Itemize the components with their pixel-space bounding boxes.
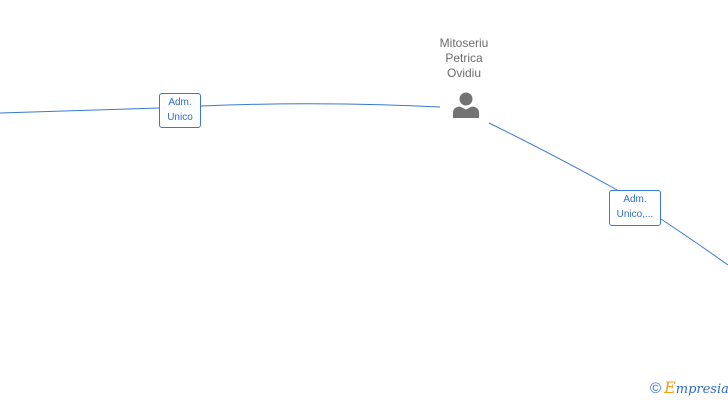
- empresia-watermark: © Empresia: [650, 379, 728, 399]
- brand-logo-text: Empresia: [664, 379, 728, 399]
- relation-label-line-1: Adm.: [168, 97, 192, 108]
- brand-initial: E: [664, 378, 676, 397]
- edge-person-to-right: [488, 122, 728, 266]
- copyright-icon: ©: [650, 380, 662, 397]
- person-icon[interactable]: [451, 90, 481, 120]
- relation-label-adm-unico[interactable]: Adm. Unico: [159, 93, 201, 128]
- relation-label-line-2: Unico,...: [616, 209, 654, 220]
- brand-rest: mpresia: [675, 382, 728, 397]
- relation-label-line-2: Unico: [167, 112, 193, 123]
- person-name-line-3: Ovidiu: [446, 66, 481, 80]
- edge-left-to-person: [0, 103, 441, 114]
- person-name[interactable]: Mitoseriu Petrica Ovidiu: [424, 36, 504, 81]
- person-name-line-1: Mitoseriu: [439, 36, 489, 50]
- relation-label-line-1: Adm.: [623, 194, 647, 205]
- relation-label-adm-unico-more[interactable]: Adm. Unico,...: [609, 190, 661, 226]
- person-name-line-2: Petrica: [445, 51, 483, 65]
